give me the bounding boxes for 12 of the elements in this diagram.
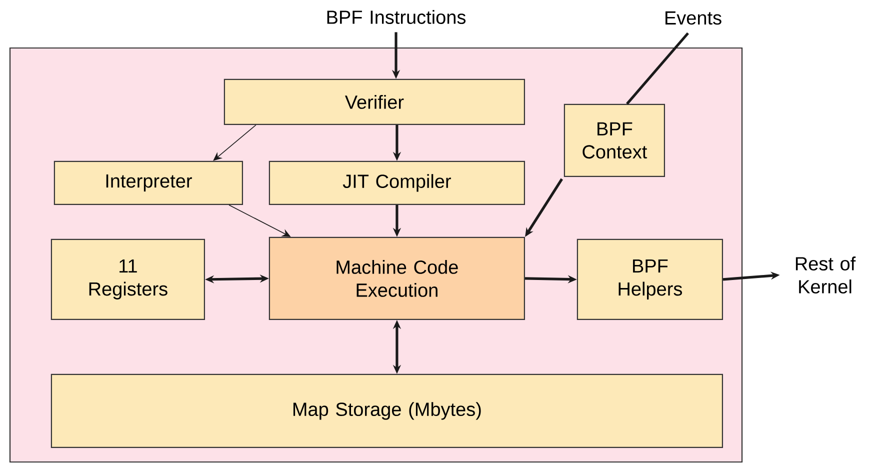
process-box: BPF Context: [564, 104, 665, 177]
arrow: [213, 124, 256, 161]
process-box: Machine Code Execution: [268, 236, 525, 320]
process-box: BPF Helpers: [576, 238, 724, 320]
text-label: Rest of Kernel: [796, 256, 856, 294]
process-box: Verifier: [224, 78, 525, 125]
process-box: JIT Compiler: [268, 160, 525, 205]
process-box: 11 Registers: [50, 238, 205, 320]
process-box: Map Storage (Mbytes): [50, 374, 724, 448]
text-label: BPF Instructions: [327, 10, 466, 24]
text-label: Events: [666, 11, 722, 25]
process-box: Interpreter: [54, 160, 243, 205]
